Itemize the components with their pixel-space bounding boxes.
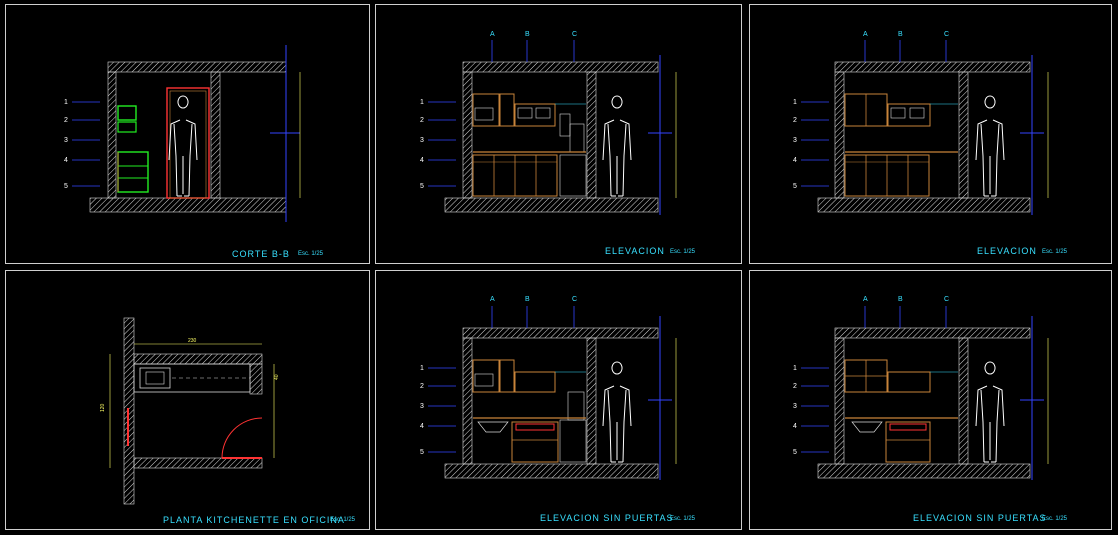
- grid-label-a: A: [490, 296, 495, 303]
- callout-number: 4: [793, 157, 797, 164]
- panel-scale: Esc. 1/25: [298, 251, 324, 257]
- callout-number: 4: [793, 423, 797, 430]
- planta-drawing: [109, 317, 275, 505]
- callout-number: 2: [64, 117, 68, 124]
- grid-label-b: B: [898, 296, 903, 303]
- callout-number: 1: [420, 99, 424, 106]
- grid-label-a: A: [490, 31, 495, 38]
- callout-number: 2: [420, 383, 424, 390]
- callout-number: 1: [793, 365, 797, 372]
- panel-corte-bb: [5, 4, 370, 264]
- plan-top-dimension: 230: [188, 338, 197, 344]
- callout-number: 5: [64, 183, 68, 190]
- callout-number: 1: [64, 99, 68, 106]
- panel-title: ELEVACION: [977, 246, 1037, 256]
- callout-number: 2: [420, 117, 424, 124]
- elevacion-sin-puertas-2-drawing: [817, 306, 1049, 480]
- callout-number: 3: [64, 137, 68, 144]
- panel-title: PLANTA KITCHENETTE EN OFICINA: [163, 515, 345, 525]
- panel-elevacion-sin-puertas-2: [749, 270, 1112, 530]
- plan-right-dimension: 40: [274, 374, 280, 380]
- callouts: 1 2 3 4 5 1 2 3 4 5 1 2 3 4 5 1 2 3 4 5 1 2 3 4 5: [64, 99, 829, 456]
- grid-label-a: A: [863, 296, 868, 303]
- callout-number: 5: [420, 183, 424, 190]
- grid-label-b: B: [525, 31, 530, 38]
- callout-number: 4: [420, 423, 424, 430]
- grid-label-c: C: [944, 296, 949, 303]
- callout-number: 2: [793, 117, 797, 124]
- callout-number: 4: [64, 157, 68, 164]
- panel-title: ELEVACION SIN PUERTAS: [540, 513, 674, 523]
- scale-figure: [975, 361, 1005, 463]
- corte-bb-drawing: [89, 45, 301, 222]
- panel-planta: [5, 270, 370, 530]
- panel-title: CORTE B-B: [232, 249, 290, 259]
- panel-scale: Esc. 1/25: [670, 516, 696, 522]
- panel-scale: Esc. 1/25: [670, 249, 696, 255]
- scale-figure: [602, 361, 632, 463]
- panel-scale: Esc. 1/25: [330, 517, 356, 523]
- grid-label-b: B: [898, 31, 903, 38]
- panel-elevacion-sin-puertas-1: [375, 270, 742, 530]
- grid-labels: A B C A B C A B C A B C: [490, 31, 949, 303]
- callout-number: 5: [793, 183, 797, 190]
- panel-scale: Esc. 1/25: [1042, 516, 1068, 522]
- callout-number: 1: [420, 365, 424, 372]
- callout-number: 5: [793, 449, 797, 456]
- panel-title: ELEVACION: [605, 246, 665, 256]
- callout-number: 2: [793, 383, 797, 390]
- panel-title: ELEVACION SIN PUERTAS: [913, 513, 1047, 523]
- callout-number: 3: [420, 403, 424, 410]
- scale-figure: [168, 95, 198, 197]
- elevacion-sin-puertas-1-drawing: [444, 306, 677, 480]
- callout-number: 5: [420, 449, 424, 456]
- elevacion-2-drawing: [817, 40, 1049, 215]
- callout-number: 1: [793, 99, 797, 106]
- panel-elevacion-1: [375, 4, 742, 264]
- grid-label-c: C: [944, 31, 949, 38]
- grid-label-a: A: [863, 31, 868, 38]
- grid-label-c: C: [572, 31, 577, 38]
- scale-figure: [602, 95, 632, 197]
- panel-elevacion-2: [749, 4, 1112, 264]
- callout-number: 3: [420, 137, 424, 144]
- plan-left-dimension: 120: [100, 403, 106, 412]
- grid-label-b: B: [525, 296, 530, 303]
- panel-scale: Esc. 1/25: [1042, 249, 1068, 255]
- scale-figure: [975, 95, 1005, 197]
- elevacion-1-drawing: [444, 40, 677, 215]
- grid-label-c: C: [572, 296, 577, 303]
- callout-number: 4: [420, 157, 424, 164]
- callout-number: 3: [793, 403, 797, 410]
- callout-number: 3: [793, 137, 797, 144]
